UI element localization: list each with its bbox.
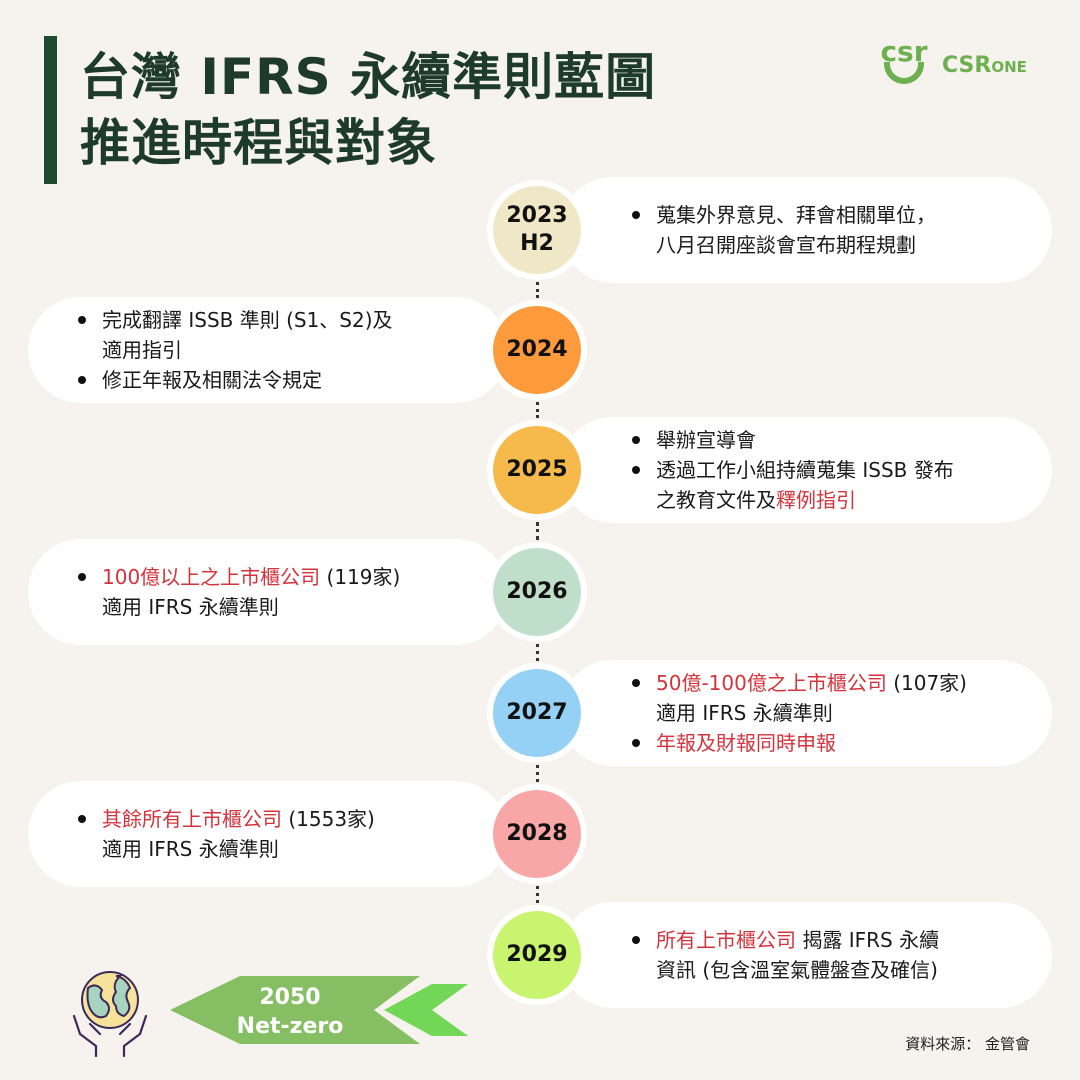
year-label: 2028 xyxy=(506,821,568,846)
timeline-card-2024: 完成翻譯 ISSB 準則 (S1、S2)及 適用指引修正年報及相關法令規定 xyxy=(28,297,508,403)
highlight-text: 釋例指引 xyxy=(776,488,856,512)
bullet-item: 舉辦宣導會 xyxy=(630,425,954,455)
year-circle: 2024 xyxy=(493,306,581,394)
bullet-item: 所有上市櫃公司 揭露 IFRS 永續 資訊 (包含溫室氣體盤查及確信) xyxy=(630,925,939,985)
goal-year: 2050 xyxy=(259,985,321,1010)
csrone-logo: csr CSRONE xyxy=(880,38,1027,90)
year-circle: 2025 xyxy=(493,426,581,514)
net-zero-arrow-icon xyxy=(170,976,468,1044)
timeline-card-2023: 蒐集外界意見、拜會相關單位， 八月召開座談會宣布期程規劃 xyxy=(560,177,1052,283)
bullet-item: 透過工作小組持續蒐集 ISSB 發布 之教育文件及釋例指引 xyxy=(630,455,954,515)
highlight-text: 所有上市櫃公司 xyxy=(656,928,796,952)
timeline-connector xyxy=(536,282,539,298)
title-line-2: 推進時程與對象 xyxy=(80,114,437,172)
bullet-text: (107家) 適用 IFRS 永續準則 xyxy=(656,671,967,725)
year-node-2027: 2027 xyxy=(487,663,587,763)
bullet-text: 蒐集外界意見、拜會相關單位， xyxy=(656,203,936,227)
year-node-2028: 2028 xyxy=(487,784,587,884)
page-title: 台灣 IFRS 永續準則藍圖 推進時程與對象 xyxy=(80,44,656,176)
year-circle: 2027 xyxy=(493,669,581,757)
year-label: 2029 xyxy=(506,942,568,967)
bullet-text: 舉辦宣導會 xyxy=(656,428,756,452)
csr-smile-logo-icon: csr xyxy=(880,38,928,90)
year-label: 2024 xyxy=(506,337,568,362)
bullet-item: 修正年報及相關法令規定 xyxy=(76,365,393,395)
title-accent-bar xyxy=(44,36,57,184)
highlight-text: 50億-100億之上市櫃公司 xyxy=(656,671,887,695)
highlight-text: 其餘所有上市櫃公司 xyxy=(102,807,282,831)
timeline-card-2028: 其餘所有上市櫃公司 (1553家) 適用 IFRS 永續準則 xyxy=(28,781,508,887)
highlight-text: 年報及財報同時申報 xyxy=(656,731,836,755)
timeline-connector xyxy=(536,886,539,903)
timeline-card-2027: 50億-100億之上市櫃公司 (107家) 適用 IFRS 永續準則年報及財報同… xyxy=(560,660,1052,766)
logo-name-main: CSR xyxy=(942,52,992,78)
year-label: 2025 xyxy=(506,457,568,482)
bullet-text: 完成翻譯 ISSB 準則 (S1、S2)及 適用指引 xyxy=(102,308,393,362)
bullet-item: 100億以上之上市櫃公司 (119家) 適用 IFRS 永續準則 xyxy=(76,562,400,622)
timeline-card-2025: 舉辦宣導會透過工作小組持續蒐集 ISSB 發布 之教育文件及釋例指引 xyxy=(560,417,1052,523)
source-note: 資料來源： 金管會 xyxy=(905,1035,1030,1053)
timeline-card-2026: 100億以上之上市櫃公司 (119家) 適用 IFRS 永續準則 xyxy=(28,539,508,645)
timeline-connector xyxy=(536,644,539,661)
timeline-connector xyxy=(536,765,539,782)
globe-in-hands-icon xyxy=(72,971,148,1058)
bullet-text: 透過工作小組持續蒐集 ISSB 發布 之教育文件及 xyxy=(656,458,954,512)
year-node-2024: 2024 xyxy=(487,300,587,400)
year-label: 2023 xyxy=(506,203,568,228)
year-node-2025: 2025 xyxy=(487,420,587,520)
year-label: 2026 xyxy=(506,579,568,604)
logo-name-small: ONE xyxy=(991,57,1027,76)
year-circle: 2026 xyxy=(493,548,581,636)
bullet-item: 完成翻譯 ISSB 準則 (S1、S2)及 適用指引 xyxy=(76,305,393,365)
goal-label: Net-zero xyxy=(236,1014,344,1039)
year-sub-label: H2 xyxy=(520,231,554,256)
year-node-2026: 2026 xyxy=(487,542,587,642)
net-zero-goal: 2050 Net-zero xyxy=(215,983,365,1041)
logo-name: CSRONE xyxy=(942,53,1027,78)
title-line-1: 台灣 IFRS 永續準則藍圖 xyxy=(80,48,657,106)
bullet-item: 蒐集外界意見、拜會相關單位， 八月召開座談會宣布期程規劃 xyxy=(630,200,936,260)
bullet-item: 50億-100億之上市櫃公司 (107家) 適用 IFRS 永續準則 xyxy=(630,668,967,728)
year-label: 2027 xyxy=(506,700,568,725)
year-circle: 2028 xyxy=(493,790,581,878)
logo-mark-text: csr xyxy=(880,35,928,68)
year-node-2029: 2029 xyxy=(487,905,587,1005)
bullet-text: 揭露 IFRS 永續 資訊 (包含溫室氣體盤查及確信) xyxy=(656,928,940,982)
timeline-card-2029: 所有上市櫃公司 揭露 IFRS 永續 資訊 (包含溫室氣體盤查及確信) xyxy=(560,902,1052,1008)
highlight-text: 100億以上之上市櫃公司 xyxy=(102,565,321,589)
timeline-connector xyxy=(536,522,539,540)
timeline-connector xyxy=(536,402,539,418)
bullet-item: 年報及財報同時申報 xyxy=(630,728,967,758)
bullet-text: 八月召開座談會宣布期程規劃 xyxy=(656,233,916,257)
bullet-text: (1553家) 適用 IFRS 永續準則 xyxy=(102,807,375,861)
bullet-item: 其餘所有上市櫃公司 (1553家) 適用 IFRS 永續準則 xyxy=(76,804,375,864)
bullet-text: 修正年報及相關法令規定 xyxy=(102,368,322,392)
year-circle: 2029 xyxy=(493,911,581,999)
bullet-text: (119家) 適用 IFRS 永續準則 xyxy=(102,565,401,619)
